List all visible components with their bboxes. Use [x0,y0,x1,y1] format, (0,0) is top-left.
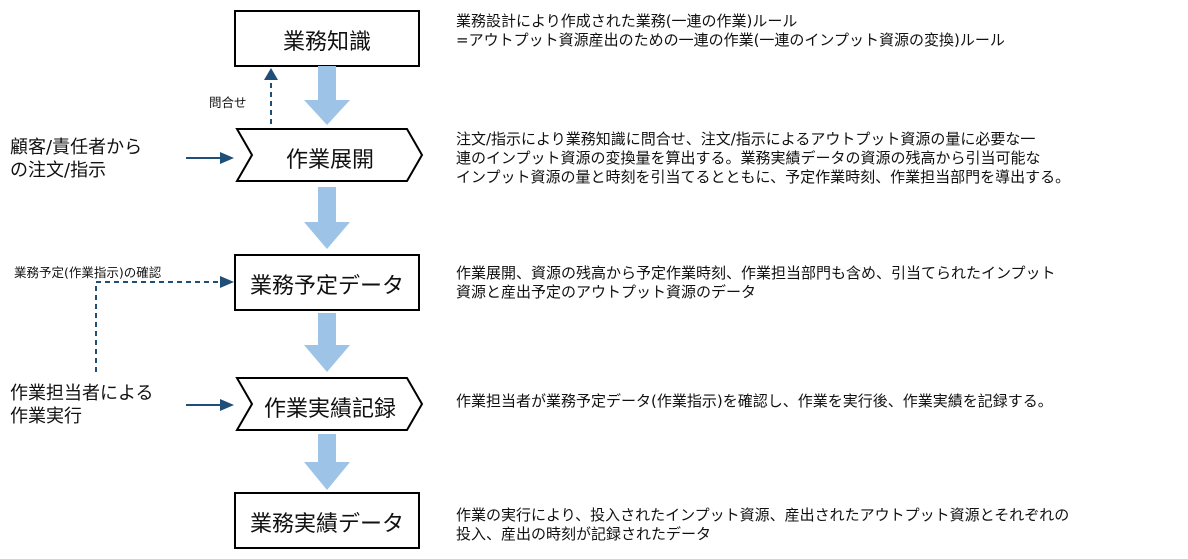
worker-input-label: 作業担当者による 作業実行 [10,382,153,428]
desc-knowledge-line-2: =アウトプット資源産出のための一連の作業(一連のインプット資源の変換)ルール [456,31,1005,49]
desc-plan-data-line-2: 資源と産出予定のアウトプット資源のデータ [456,283,757,301]
inquiry-label: 問合せ [209,95,247,110]
worker-input-line-2: 作業実行 [10,406,82,427]
worker-input-line-1: 作業担当者による [10,383,154,404]
order-input-label: 顧客/責任者から の注文/指示 [10,136,142,182]
flow-arrow-4 [304,434,350,490]
step-box-knowledge [234,10,420,67]
step-chevron-recording [235,377,424,431]
desc-recording-line-1: 作業担当者が業務予定データ(作業指示)を確認し、作業を実行後、作業実績を記録する… [456,392,1053,410]
order-input-line-2: の注文/指示 [10,160,107,181]
desc-recording: 作業担当者が業務予定データ(作業指示)を確認し、作業を実行後、作業実績を記録する… [456,392,1053,411]
confirm-label: 業務予定(作業指示)の確認 [14,265,162,280]
desc-expansion-line-1: 注文/指示により業務知識に問合せ、注文/指示によるアウトプット資源の量に必要な一 [456,130,1036,148]
confirm-arrow-head [220,276,234,288]
order-arrow-head [220,152,234,164]
step-box-result-data [234,492,420,549]
order-input-line-1: 顧客/責任者から [10,137,143,158]
step-label-expansion: 作業展開 [285,148,374,173]
desc-knowledge-line-1: 業務設計により作成された業務(一連の作業)ルール [456,12,798,30]
step-label-recording: 作業実績記録 [263,397,396,422]
flow-arrow-2 [304,187,350,249]
flow-arrow-1 [304,66,350,125]
desc-plan-data: 作業展開、資源の残高から予定作業時刻、作業担当部門も含め、引当てられたインプット… [456,264,1056,302]
desc-expansion-line-3: インプット資源の量と時刻を引当てるとともに、予定作業時刻、作業担当部門を導出する… [456,168,1071,186]
desc-result-data-line-2: 投入、産出の時刻が記録されたデータ [456,525,712,543]
desc-result-data-line-1: 作業の実行により、投入されたインプット資源、産出されたアウトプット資源とそれぞれ… [456,506,1070,524]
worker-arrow-head [220,399,234,411]
desc-result-data: 作業の実行により、投入されたインプット資源、産出されたアウトプット資源とそれぞれ… [456,506,1069,544]
step-chevron-expansion [235,128,424,182]
inquiry-arrow-head [264,68,278,80]
step-box-plan-data [234,254,420,311]
step-label-plan-data: 業務予定データ [249,274,404,299]
desc-expansion: 注文/指示により業務知識に問合せ、注文/指示によるアウトプット資源の量に必要な一… [456,130,1070,187]
desc-plan-data-line-1: 作業展開、資源の残高から予定作業時刻、作業担当部門も含め、引当てられたインプット [456,264,1056,282]
desc-knowledge: 業務設計により作成された業務(一連の作業)ルール =アウトプット資源産出のための… [456,12,1005,50]
step-label-knowledge: 業務知識 [282,30,371,55]
desc-expansion-line-2: 連のインプット資源の変換量を算出する。業務実績データの資源の残高から引当可能な [456,149,1041,167]
confirm-connector [95,281,222,372]
step-label-result-data: 業務実績データ [249,512,404,537]
flow-arrow-3 [304,313,350,372]
